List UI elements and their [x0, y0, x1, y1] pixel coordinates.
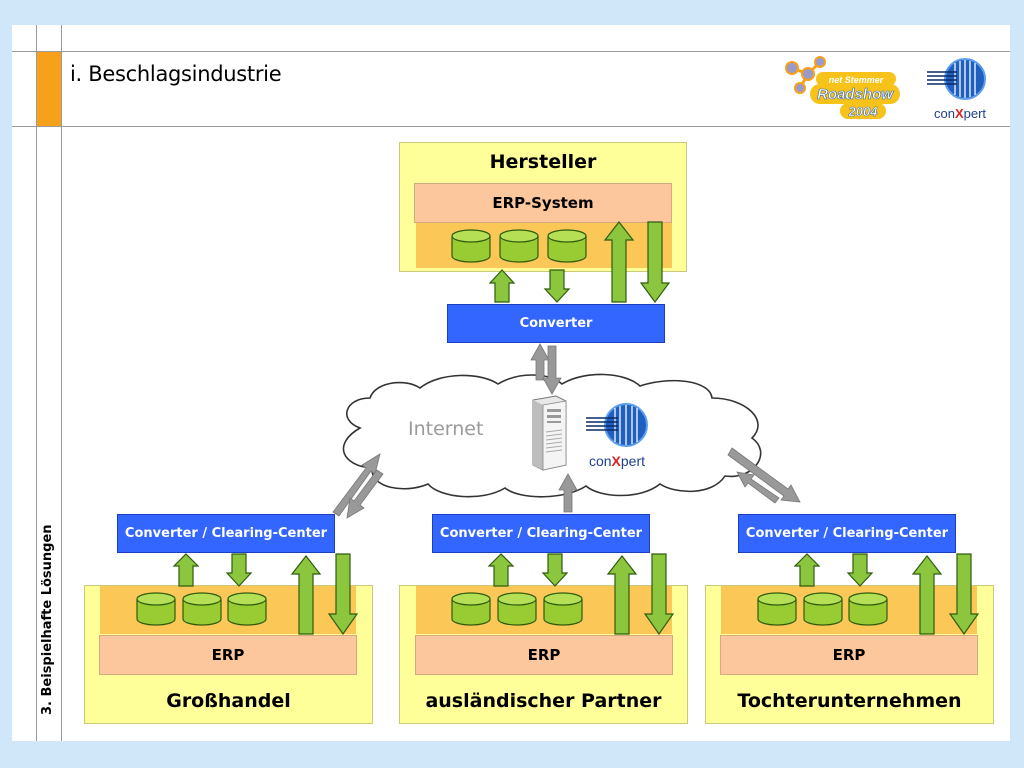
gray-arrow-down-icon	[542, 345, 562, 395]
network-arrows	[332, 343, 801, 519]
molecule-icon	[785, 56, 826, 94]
arrow-up-icon	[488, 269, 516, 303]
left-rule-outer	[36, 25, 37, 741]
arrow-down-icon	[639, 221, 671, 304]
roadshow-logo: net Stemmer Roadshow 2004	[785, 56, 900, 119]
gray-arrow-up-icon	[558, 473, 578, 513]
arrow-down-icon	[948, 553, 980, 636]
conxpert-wordmark: conXpert	[934, 106, 986, 121]
auslaendischer-partner-title: ausländischer Partner	[425, 690, 662, 712]
tochterunternehmen-title: Tochterunternehmen	[737, 690, 962, 712]
header-top-rule	[12, 51, 1010, 52]
header-bottom-rule	[12, 126, 1010, 127]
database-icon	[227, 592, 267, 626]
arrow-up-icon	[487, 553, 515, 587]
arrow-up-icon	[606, 555, 638, 635]
hersteller-converter: Converter	[447, 304, 665, 343]
arrow-down-icon	[541, 553, 569, 587]
left-rule-inner	[61, 25, 62, 741]
grosshandel-arrows	[172, 553, 359, 636]
tochterunternehmen-arrows	[793, 553, 980, 636]
roadshow-top-text: net Stemmer	[829, 75, 884, 85]
gray-arrow-down-icon	[346, 469, 384, 519]
grosshandel-converter: Converter / Clearing-Center	[117, 514, 335, 553]
gray-arrow-up-icon	[530, 343, 550, 381]
database-icon	[451, 229, 491, 263]
arrow-down-icon	[327, 553, 359, 636]
tochterunternehmen-converter: Converter / Clearing-Center	[738, 514, 956, 553]
database-icon	[803, 592, 843, 626]
arrow-down-icon	[225, 553, 253, 587]
conxpert-logo: conXpert	[927, 58, 986, 121]
arrow-up-icon	[290, 555, 322, 635]
database-icon	[543, 592, 583, 626]
database-icon	[497, 592, 537, 626]
database-icon	[182, 592, 222, 626]
grosshandel-databases	[136, 592, 267, 626]
gray-arrow-down-icon	[727, 447, 801, 503]
auslaendischer-partner-databases	[451, 592, 583, 626]
arrow-up-icon	[911, 555, 943, 635]
cloud-conxpert-logo: conXpert	[586, 403, 648, 469]
gray-arrow-up-icon	[736, 471, 780, 504]
globe-icon	[927, 58, 986, 100]
orange-tab	[37, 52, 61, 126]
arrow-down-icon	[846, 553, 874, 587]
database-icon	[547, 229, 587, 263]
hersteller-title: Hersteller	[489, 151, 597, 173]
database-icon	[136, 592, 176, 626]
grosshandel-erp: ERP	[99, 635, 357, 675]
arrow-up-icon	[793, 553, 821, 587]
hersteller-erp-system: ERP-System	[414, 183, 672, 223]
arrow-up-icon	[603, 221, 635, 303]
database-icon	[451, 592, 491, 626]
hersteller-arrows	[488, 221, 671, 304]
roadshow-main-text: Roadshow	[817, 86, 894, 103]
arrow-down-icon	[643, 553, 675, 636]
database-icon	[848, 592, 888, 626]
database-icon	[499, 229, 539, 263]
internet-label: Internet	[408, 418, 484, 440]
arrow-down-icon	[543, 269, 571, 303]
grosshandel-title: Großhandel	[166, 690, 291, 712]
tochterunternehmen-databases	[757, 592, 888, 626]
auslaendischer-partner-erp: ERP	[415, 635, 673, 675]
roadshow-year-text: 2004	[848, 104, 879, 119]
auslaendischer-partner-converter: Converter / Clearing-Center	[432, 514, 650, 553]
slide-title: i. Beschlagsindustrie	[70, 62, 282, 86]
hersteller-databases	[451, 229, 587, 263]
database-icon	[757, 592, 797, 626]
tochterunternehmen-erp: ERP	[720, 635, 978, 675]
svg-text:conXpert: conXpert	[589, 453, 645, 469]
arrow-up-icon	[172, 553, 200, 587]
auslaendischer-partner-arrows	[487, 553, 675, 636]
gray-arrow-up-icon	[332, 453, 381, 517]
server-icon	[532, 395, 567, 471]
